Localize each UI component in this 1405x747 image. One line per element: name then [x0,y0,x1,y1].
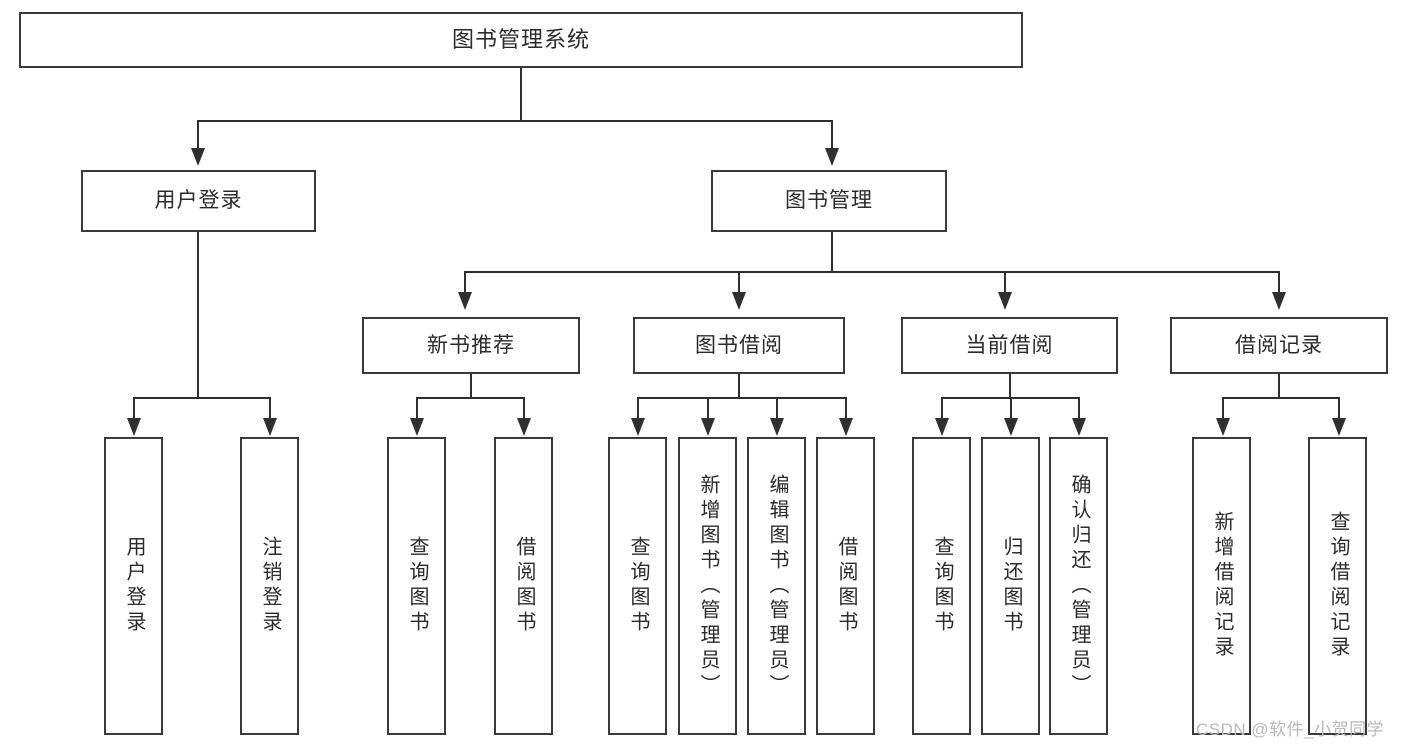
leaf-cb-query-book[interactable]: 查询图书 [912,437,971,735]
node-label: 编辑图书（管理员） [766,473,788,699]
connector-user-login-drop-2 [269,397,271,419]
node-label: 新增图书（管理员） [697,473,719,699]
node-borrow-record[interactable]: 借阅记录 [1170,317,1388,374]
arrow-leaf-bb-borrow-book [839,418,853,436]
connector-to-book-mgmt [831,120,833,149]
node-label: 查询图书 [406,536,428,636]
leaf-bb-borrow-book[interactable]: 借阅图书 [816,437,875,735]
connector-book-mgmt-bar [464,271,1280,273]
arrow-to-current-borrow [998,292,1012,310]
leaf-nb-query-book[interactable]: 查询图书 [387,437,446,735]
connector-user-login-bar [133,397,271,399]
node-user-login[interactable]: 用户登录 [81,170,316,232]
leaf-br-query-record[interactable]: 查询借阅记录 [1308,437,1367,735]
node-label: 归还图书 [1000,536,1022,636]
connector-book-mgmt-stem [831,232,833,272]
leaf-bb-add-book[interactable]: 新增图书（管理员） [678,437,737,735]
node-label: 图书管理 [785,189,873,213]
connector-root-bar [197,120,833,122]
leaf-user-login[interactable]: 用户登录 [104,437,163,735]
connector-borrow-record-stem [1278,374,1280,398]
node-label: 注销登录 [259,536,281,636]
connector-cb-drop-2 [1010,397,1012,419]
arrow-leaf-cb-confirm-return [1072,418,1086,436]
connector-current-borrow-stem [1009,374,1011,398]
node-label: 确认归还（管理员） [1068,473,1090,699]
arrow-leaf-bb-add-book [701,418,715,436]
connector-to-current-borrow [1004,271,1006,293]
connector-to-book-borrow [738,271,740,293]
connector-cb-drop-3 [1078,397,1080,419]
leaf-bb-query-book[interactable]: 查询图书 [608,437,667,735]
connector-cb-drop-1 [941,397,943,419]
node-label: 借阅图书 [513,536,535,636]
leaf-br-add-record[interactable]: 新增借阅记录 [1192,437,1251,735]
arrow-leaf-bb-query-book [631,418,645,436]
connector-new-book-bar [416,397,525,399]
arrow-leaf-nb-query-book [410,418,424,436]
connector-current-borrow-bar [941,397,1078,399]
arrow-leaf-nb-borrow-book [517,418,531,436]
arrow-leaf-br-query-record [1332,418,1346,436]
connector-to-borrow-record [1278,271,1280,293]
leaf-cb-return-book[interactable]: 归还图书 [981,437,1040,735]
connector-borrow-record-bar [1222,397,1340,399]
node-new-book-recommend[interactable]: 新书推荐 [362,317,580,374]
arrow-leaf-cb-query-book [935,418,949,436]
node-label: 借阅记录 [1235,333,1323,357]
connector-bb-drop-2 [707,397,709,419]
node-label: 查询借阅记录 [1327,511,1349,661]
arrow-to-borrow-record [1272,292,1286,310]
connector-new-book-stem [470,374,472,398]
connector-user-login-drop-1 [133,397,135,419]
leaf-nb-borrow-book[interactable]: 借阅图书 [494,437,553,735]
connector-book-borrow-stem [738,374,740,398]
node-label: 当前借阅 [965,333,1054,357]
connector-br-drop-1 [1222,397,1224,419]
node-label: 新书推荐 [427,333,515,357]
arrow-to-book-borrow [732,292,746,310]
leaf-bb-edit-book[interactable]: 编辑图书（管理员） [747,437,806,735]
node-current-borrow[interactable]: 当前借阅 [901,317,1118,374]
connector-book-borrow-bar [637,397,845,399]
connector-user-login-stem [197,232,199,398]
arrow-leaf-br-add-record [1216,418,1230,436]
node-label: 查询图书 [931,536,953,636]
arrow-leaf-cb-return-book [1004,418,1018,436]
connector-br-drop-2 [1338,397,1340,419]
node-label: 新增借阅记录 [1211,511,1233,661]
node-book-borrow[interactable]: 图书借阅 [633,317,845,374]
node-label: 查询图书 [627,536,649,636]
node-label: 借阅图书 [835,536,857,636]
arrow-to-book-mgmt [825,148,839,166]
connector-bb-drop-1 [637,397,639,419]
leaf-cb-confirm-return[interactable]: 确认归还（管理员） [1049,437,1108,735]
leaf-logout[interactable]: 注销登录 [240,437,299,735]
arrow-leaf-logout [263,418,277,436]
node-label: 图书借阅 [695,333,783,357]
node-label: 用户登录 [123,536,145,636]
node-book-management[interactable]: 图书管理 [711,170,947,232]
arrow-leaf-bb-edit-book [770,418,784,436]
connector-to-user-login [197,120,199,149]
arrow-leaf-user-login [127,418,141,436]
connector-new-book-drop-2 [523,397,525,419]
connector-bb-drop-3 [776,397,778,419]
arrow-to-user-login [191,148,205,166]
connector-new-book-drop-1 [416,397,418,419]
arrow-to-new-book [458,292,472,310]
connector-root-stem [520,68,522,121]
node-label: 图书管理系统 [451,26,590,52]
node-label: 用户登录 [154,189,243,213]
node-root-system[interactable]: 图书管理系统 [19,12,1023,68]
connector-to-new-book [464,271,466,293]
connector-bb-drop-4 [845,397,847,419]
